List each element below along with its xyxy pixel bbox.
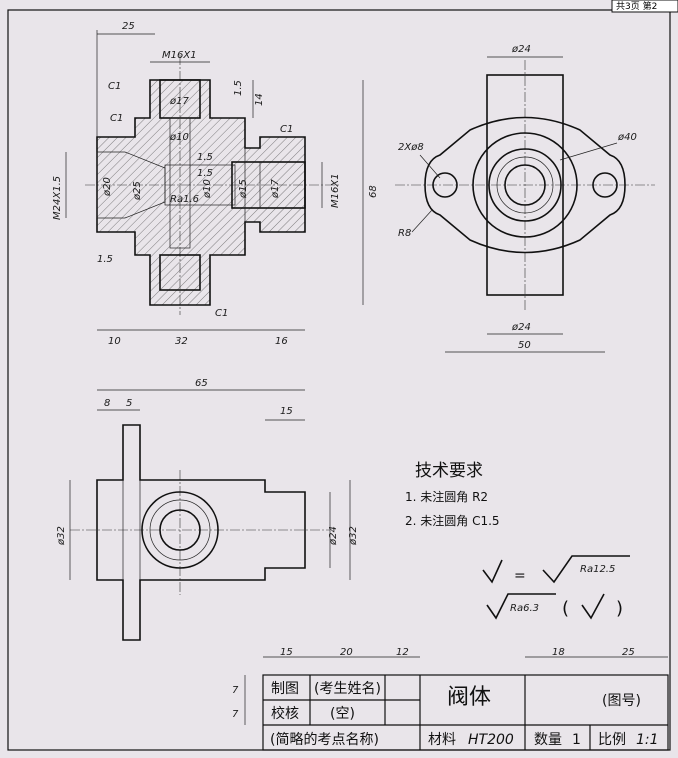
tb-part-name: 阀体 [447, 685, 491, 710]
dim-c1-a: C1 [108, 81, 121, 92]
tb-material-value: HT200 [468, 732, 514, 748]
tb-material-label: 材料 [428, 732, 456, 748]
title-block: 15 20 12 18 25 7 7 制图 (考生姓名) 校核 (空) 阀体 (… [232, 647, 669, 751]
dim-c1-b: C1 [110, 113, 123, 124]
dim-phi32-left: ø32 [56, 526, 67, 546]
dim-14: 14 [254, 93, 265, 106]
page-tag-box [611, 0, 678, 13]
left-hole [432, 172, 458, 198]
vertical-bore [169, 117, 191, 249]
dim-phi17-top: ø17 [169, 96, 189, 107]
dim-1p5-b: 1.5 [197, 168, 213, 179]
roughness-ra125: Ra12.5 [580, 564, 615, 575]
roughness-notes: = Ra12.5 Ra6.3 ( ) [482, 555, 630, 620]
tb-col-25: 25 [622, 647, 635, 658]
dim-phi40: ø40 [617, 132, 637, 143]
tb-scale-value: 1:1 [636, 732, 659, 748]
dim-ra16: Ra1.6 [170, 194, 199, 205]
tb-drawn-label: 制图 [271, 681, 299, 697]
top-outer-circle [141, 491, 219, 569]
dim-m24: M24X1.5 [52, 176, 63, 220]
front-hatch-body [96, 79, 306, 306]
dim-16: 16 [275, 336, 288, 347]
tb-col-18: 18 [552, 647, 565, 658]
technical-requirements: 技术要求 1. 未注圆角 R2 2. 未注圆角 C1.5 [405, 461, 500, 528]
right-hole [592, 172, 618, 198]
side-view: ø24 ø40 2Xø8 R8 ø24 50 [395, 44, 655, 353]
roughness-symbol-icon [482, 559, 503, 584]
roughness-ra63-icon [486, 593, 556, 620]
dim-m16-top: M16X1 [162, 50, 197, 61]
dim-phi10-mid: ø10 [202, 179, 213, 199]
tb-site-name: (简略的考点名称) [270, 731, 379, 748]
dim-c1-c: C1 [280, 124, 293, 135]
tb-check-value: (空) [330, 706, 355, 722]
dim-50: 50 [518, 340, 531, 351]
dim-phi15: ø15 [238, 179, 249, 199]
tb-col-12: 12 [396, 647, 409, 658]
tb-scale-label: 比例 [598, 732, 626, 748]
dim-68: 68 [368, 185, 379, 198]
tb-qty-label: 数量 [534, 732, 562, 748]
side-outer-circle [472, 132, 578, 238]
dim-25: 25 [122, 21, 135, 32]
dim-1p5-c: 1.5 [233, 80, 244, 96]
roughness-equals: = [514, 568, 526, 584]
bottom-thread-bore [159, 254, 201, 291]
dim-8: 8 [104, 398, 110, 409]
tb-drawn-value: (考生姓名) [314, 681, 381, 697]
dim-phi32-right: ø32 [348, 526, 359, 546]
paren-open: ( [562, 598, 569, 619]
roughness-check-icon [581, 593, 605, 620]
dim-5: 5 [126, 398, 132, 409]
tb-check-label: 校核 [271, 705, 299, 722]
tech-title: 技术要求 [415, 461, 483, 481]
dim-1p5-d: 1.5 [97, 254, 113, 265]
top-view: 65 8 5 15 ø32 ø24 ø32 [56, 378, 359, 641]
dim-2xphi8: 2Xø8 [398, 142, 424, 153]
tech-item-2: 2. 未注圆角 C1.5 [405, 513, 500, 528]
dim-phi20: ø20 [102, 177, 113, 197]
front-view: 25 M16X1 C1 C1 C1 C1 ø17 ø10 1.5 1.5 Ra1… [52, 21, 379, 347]
dim-phi25: ø25 [132, 181, 143, 201]
dim-65: 65 [195, 378, 208, 389]
dim-10: 10 [108, 336, 121, 347]
page-tag: 共3页 第2 [616, 0, 657, 12]
roughness-ra125-icon [542, 555, 630, 584]
tech-item-1: 1. 未注圆角 R2 [405, 489, 488, 504]
dim-m16-right: M16X1 [330, 173, 341, 208]
mid-bore [164, 164, 236, 206]
dim-32: 32 [175, 336, 188, 347]
dim-15-top: 15 [280, 406, 293, 417]
right-thread-bore [231, 161, 306, 209]
roughness-ra63: Ra6.3 [510, 603, 539, 614]
tb-col-20: 20 [340, 647, 353, 658]
top-body [96, 424, 306, 641]
dim-c1-d: C1 [215, 308, 228, 319]
dim-phi24-top-view: ø24 [328, 526, 339, 546]
dim-r8: R8 [398, 228, 411, 239]
dim-1p5-a: 1.5 [197, 152, 213, 163]
tb-drawing-no: (图号) [602, 693, 641, 709]
paren-close: ) [616, 598, 623, 619]
side-flange [424, 116, 626, 254]
dim-phi17-right: ø17 [270, 179, 281, 199]
tb-col-15: 15 [280, 647, 293, 658]
tb-row-7b: 7 [232, 709, 239, 720]
sheet-border [7, 9, 671, 751]
tb-qty-value: 1 [572, 732, 581, 748]
side-boss [486, 74, 564, 296]
tb-row-7a: 7 [232, 685, 239, 696]
dim-phi10-top: ø10 [169, 132, 189, 143]
dim-phi24-bottom: ø24 [511, 322, 531, 333]
dim-phi24-top: ø24 [511, 44, 531, 55]
